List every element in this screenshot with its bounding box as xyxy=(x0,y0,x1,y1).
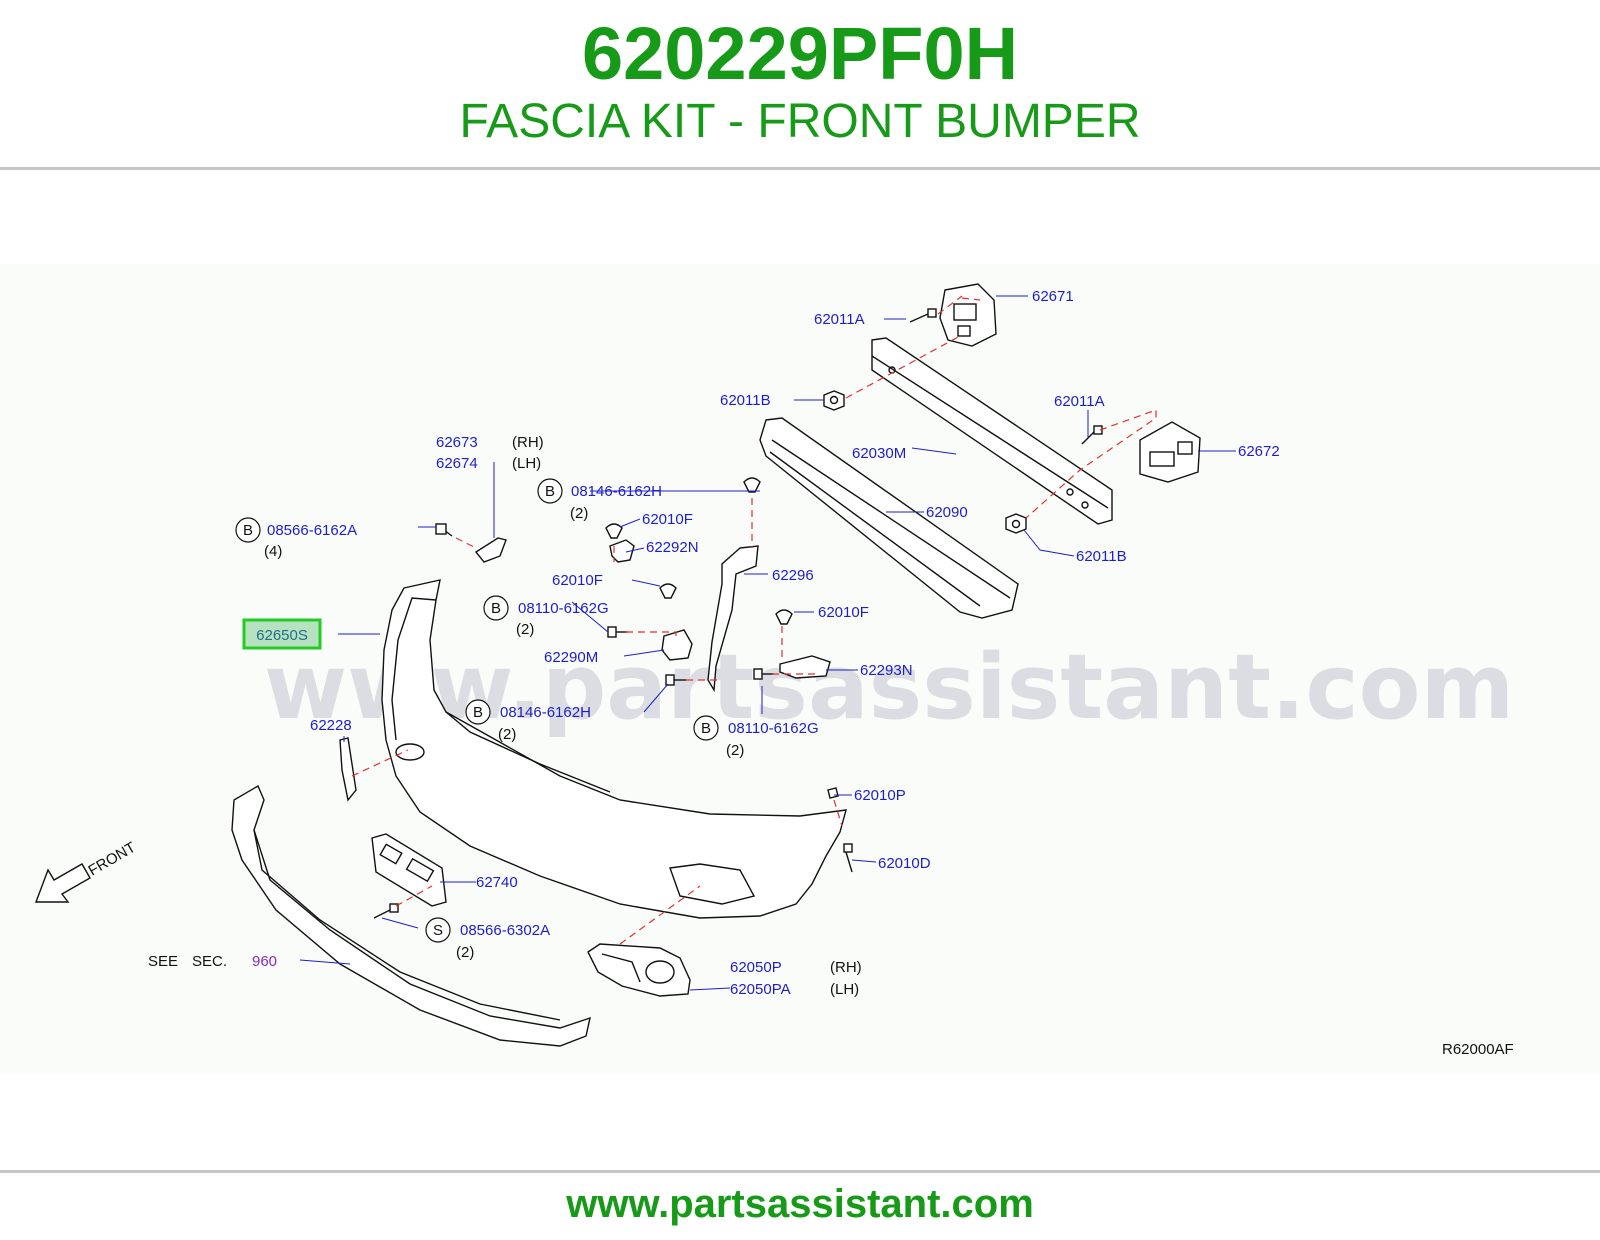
bracket-62673-drawing xyxy=(474,537,507,563)
callout-08566-6302a-qty: (2) xyxy=(456,944,474,961)
reference-code: R62000AF xyxy=(1442,1041,1514,1058)
callout-62673-side: (RH) xyxy=(512,434,544,451)
callout-08566-6162a: 08566-6162A xyxy=(267,522,357,539)
see-label: SEE xyxy=(148,953,178,970)
page-title: 620229PF0H xyxy=(581,12,1019,95)
callout-62011b-top: 62011B xyxy=(720,392,771,409)
nut-62011b-drawing xyxy=(823,390,845,411)
footer-divider xyxy=(0,1170,1600,1173)
sec-label: SEC. xyxy=(192,953,227,970)
lower-spoiler-drawing xyxy=(231,784,591,1047)
callout-62228: 62228 xyxy=(310,717,352,734)
footer-url[interactable]: www.partsassistant.com xyxy=(566,1182,1034,1226)
side-marker-drawing xyxy=(339,737,357,802)
header-divider xyxy=(0,167,1600,170)
callout-62650s[interactable]: 62650S xyxy=(256,627,308,644)
callout-08566-6162a-marker: B xyxy=(243,522,253,539)
callout-62090: 62090 xyxy=(926,504,968,521)
marker-circle xyxy=(693,715,719,741)
callout-08110-6162g-lower: 08110-6162G xyxy=(728,720,819,737)
callout-62010f-c: 62010F xyxy=(818,604,869,621)
callout-62740: 62740 xyxy=(476,874,518,891)
leader-lines xyxy=(299,295,1236,991)
fog-cover-drawing xyxy=(587,943,691,997)
energy-absorber-drawing xyxy=(759,417,1019,619)
callout-62011a-right: 62011A xyxy=(1054,393,1105,410)
callout-62050pa-side: (LH) xyxy=(830,981,859,998)
callout-62050pa: 62050PA xyxy=(730,981,791,998)
callout-08566-6162a-qty: (4) xyxy=(264,543,282,560)
callout-08146-upper-marker: B xyxy=(545,483,555,500)
callout-08146-lower-qty: (2) xyxy=(498,726,516,743)
callout-62292n: 62292N xyxy=(646,539,699,556)
page-subtitle: FASCIA KIT - FRONT BUMPER xyxy=(459,95,1141,148)
callout-62010p: 62010P xyxy=(854,787,906,804)
callout-62010d: 62010D xyxy=(878,855,931,872)
license-bracket-drawing xyxy=(371,833,447,907)
callout-62050p: 62050P xyxy=(730,959,782,976)
callout-62010f-b: 62010F xyxy=(552,572,603,589)
bracket-62293n-drawing xyxy=(779,655,831,679)
callout-08110-upper-qty: (2) xyxy=(516,621,534,638)
callout-62030m: 62030M xyxy=(852,445,906,462)
callout-62011a-top: 62011A xyxy=(814,311,865,328)
callout-62293n: 62293N xyxy=(860,662,913,679)
callout-62010f-a: 62010F xyxy=(642,511,693,528)
reinforcement-beam-drawing xyxy=(871,337,1113,525)
callout-08110-upper-marker: B xyxy=(491,600,501,617)
bracket-62292n-drawing xyxy=(609,539,635,563)
callout-62290m: 62290M xyxy=(544,649,598,666)
clip-drawings xyxy=(605,477,839,799)
callout-08146-lower-marker: B xyxy=(473,704,483,721)
callout-62050p-side: (RH) xyxy=(830,959,862,976)
callout-62011b-lower: 62011B xyxy=(1076,548,1127,565)
callout-62672: 62672 xyxy=(1238,443,1280,460)
parts-diagram: www.partsassistant.com xyxy=(0,264,1600,1074)
callout-08146-6162h-lower: 08146-6162H xyxy=(500,704,591,721)
callout-08566-6302a-marker: S xyxy=(433,922,443,939)
nut-62011b-lower-drawing xyxy=(1005,513,1027,534)
bracket-62671-drawing xyxy=(939,283,997,347)
section-960-link[interactable]: 960 xyxy=(252,953,277,970)
callout-08110-6162g-upper: 08110-6162G xyxy=(518,600,609,617)
marker-circle xyxy=(465,699,491,725)
callout-62674: 62674 xyxy=(436,455,478,472)
marker-circle xyxy=(483,595,509,621)
marker-circle xyxy=(425,917,451,943)
diagram-canvas: www.partsassistant.com xyxy=(34,283,1514,1058)
marker-circle xyxy=(235,517,261,543)
front-direction-arrow: FRONT xyxy=(34,839,139,903)
bracket-62672-drawing xyxy=(1139,421,1201,483)
callout-08146-6162h-upper: 08146-6162H xyxy=(571,483,662,500)
side-bracket-drawing xyxy=(707,545,759,693)
callout-62673: 62673 xyxy=(436,434,478,451)
callout-08110-lower-marker: B xyxy=(701,720,711,737)
callout-08146-upper-qty: (2) xyxy=(570,505,588,522)
callout-62296: 62296 xyxy=(772,567,814,584)
marker-circle xyxy=(537,478,563,504)
callout-08110-lower-qty: (2) xyxy=(726,742,744,759)
assembly-lines xyxy=(351,295,1157,945)
callout-62671: 62671 xyxy=(1032,288,1074,305)
callout-62674-side: (LH) xyxy=(512,455,541,472)
highlight-box xyxy=(242,618,322,650)
bolt-drawings xyxy=(373,308,1103,919)
front-label: FRONT xyxy=(86,839,139,880)
callout-08566-6302a: 08566-6302A xyxy=(460,922,550,939)
